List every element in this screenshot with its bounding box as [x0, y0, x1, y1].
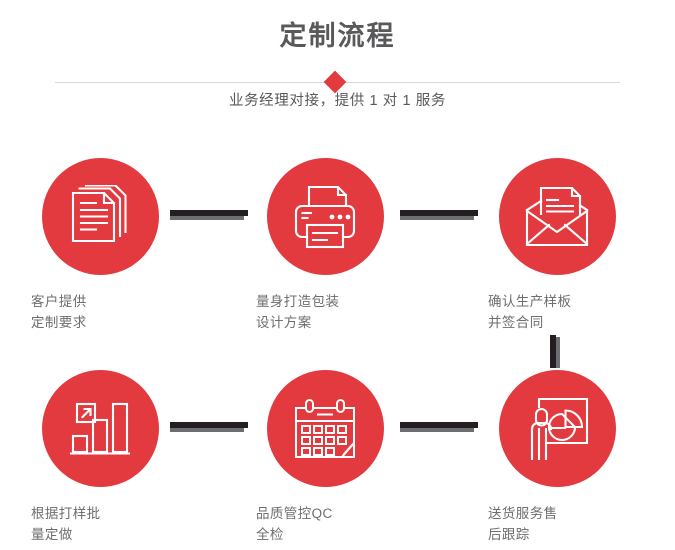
process-step-5[interactable]: 品质管控QC 全检: [230, 370, 420, 545]
step-3-label: 确认生产样板 并签合同: [488, 294, 572, 330]
connector-1-2: [170, 210, 248, 220]
step-5-label: 品质管控QC 全检: [256, 506, 333, 542]
connector-bar-dark: [550, 335, 556, 368]
title-divider: [55, 70, 620, 94]
connector-2-3: [400, 210, 478, 220]
connector-bar-light: [170, 216, 244, 220]
step-2-label: 量身打造包装 设计方案: [256, 294, 340, 330]
connector-bar-light: [556, 337, 560, 368]
step-4-icon-circle: [41, 370, 159, 487]
process-step-3[interactable]: 确认生产样板 并签合同: [462, 158, 652, 333]
header-subtitle: 业务经理对接，提供 1 对 1 服务: [228, 93, 447, 109]
page-title: 定制流程: [279, 21, 396, 51]
connector-4-5: [170, 422, 248, 432]
process-step-2[interactable]: 量身打造包装 设计方案: [230, 158, 420, 333]
step-6-label: 送货服务售 后跟踪: [488, 506, 558, 542]
step-1-icon-circle: [41, 158, 159, 275]
step-6-icon-circle: [498, 370, 616, 487]
step-5-icon-circle: [266, 370, 384, 487]
calendar-icon: [293, 398, 357, 460]
process-step-4[interactable]: 根据打样批 量定做: [5, 370, 195, 545]
step-1-label: 客户提供 定制要求: [31, 294, 87, 330]
printer-icon: [294, 185, 356, 249]
connector-bar-light: [400, 216, 474, 220]
step-2-icon-circle: [266, 158, 384, 275]
process-step-1[interactable]: 客户提供 定制要求: [5, 158, 195, 333]
connector-3-4: [550, 335, 560, 368]
process-flow: 客户提供 定制要求: [0, 140, 675, 550]
step-4-label: 根据打样批 量定做: [31, 506, 101, 542]
presenter-pie-chart-icon: [525, 397, 589, 461]
header: 定制流程 业务经理对接，提供 1 对 1 服务: [0, 0, 675, 140]
connector-bar-dark: [170, 210, 248, 216]
bar-chart-growth-icon: [69, 398, 131, 460]
step-3-icon-circle: [498, 158, 616, 275]
connector-bar-dark: [400, 422, 478, 428]
documents-stack-icon: [70, 184, 130, 249]
connector-bar-light: [170, 428, 244, 432]
connector-bar-dark: [400, 210, 478, 216]
connector-5-6: [400, 422, 478, 432]
envelope-letter-icon: [525, 186, 589, 248]
connector-bar-dark: [170, 422, 248, 428]
connector-bar-light: [400, 428, 474, 432]
process-step-6[interactable]: 送货服务售 后跟踪: [462, 370, 652, 545]
